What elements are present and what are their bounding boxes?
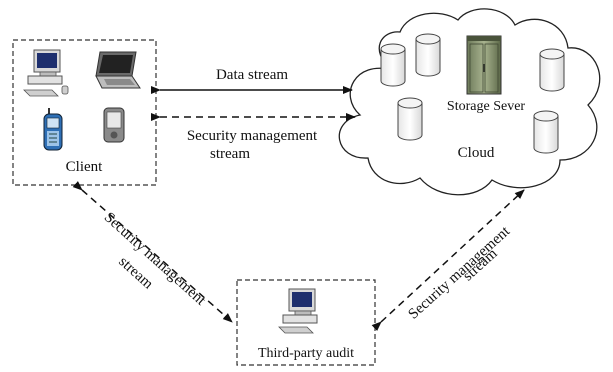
audit-node: Third-party audit: [236, 279, 376, 366]
laptop-icon: [95, 51, 141, 89]
database-cylinder-icon: [380, 43, 406, 87]
client-cloud-security-edge: Security management stream: [151, 113, 356, 162]
cloud-label: Cloud: [458, 145, 495, 161]
database-cylinder-icon: [539, 48, 565, 92]
client-cloud-security-label-line1: Security management: [187, 128, 318, 144]
cloud-node: Storage Sever Cloud: [338, 8, 601, 196]
client-audit-security-edge: Security management stream: [72, 181, 233, 323]
database-cylinder-icon: [397, 97, 423, 141]
desktop-computer-icon: [278, 288, 318, 334]
client-node: Client: [12, 39, 157, 186]
storage-server-label: Storage Sever: [447, 99, 525, 114]
pda-icon: [103, 107, 125, 143]
data-stream-edge: Data stream: [151, 67, 353, 94]
database-cylinder-icon: [415, 33, 441, 77]
database-cylinder-icon: [533, 110, 559, 154]
client-cloud-security-label-line2: stream: [210, 146, 250, 162]
client-audit-security-label-line1: Security management: [101, 209, 209, 309]
mobile-phone-icon: [43, 108, 63, 151]
audit-cloud-security-edge: Security management stream: [371, 189, 525, 332]
server-cabinet-icon: [466, 35, 502, 95]
data-stream-label: Data stream: [216, 67, 288, 83]
client-label: Client: [66, 159, 103, 175]
audit-label: Third-party audit: [258, 346, 354, 361]
desktop-computer-icon: [23, 49, 69, 97]
